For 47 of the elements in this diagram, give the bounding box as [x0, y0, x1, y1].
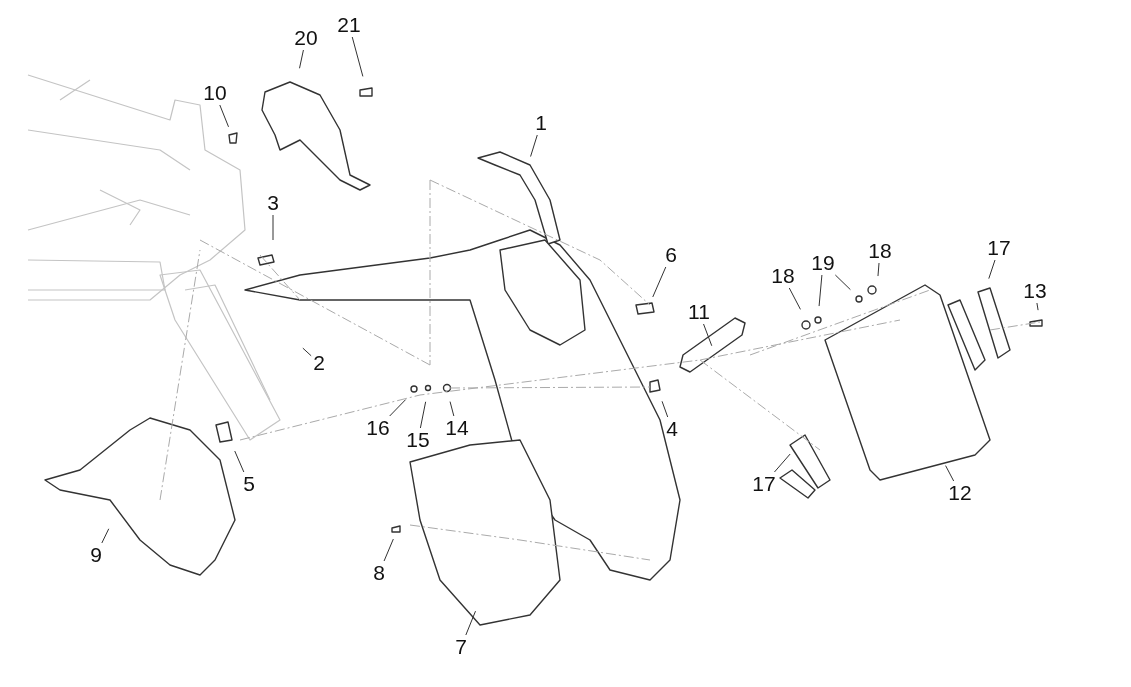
callout-number: 7: [455, 636, 467, 658]
callout-number: 2: [313, 352, 325, 374]
callout-number: 4: [666, 418, 678, 440]
callout-number: 14: [445, 417, 469, 439]
callout-number: 16: [366, 417, 390, 439]
leader-line: [299, 49, 304, 69]
callout-number: 17: [987, 237, 1011, 259]
callout-number: 10: [203, 82, 227, 104]
callout-number: 18: [868, 240, 892, 262]
callout-number: 17: [752, 473, 776, 495]
callout-number: 15: [406, 429, 430, 451]
leader-line: [234, 450, 245, 473]
leader-line: [1036, 302, 1039, 311]
leader-line: [773, 453, 791, 473]
leader-line: [389, 399, 407, 417]
leader-line: [988, 259, 996, 280]
callout-number: 12: [948, 482, 972, 504]
leader-line: [351, 36, 364, 77]
leader-line: [661, 400, 669, 418]
leader-line: [419, 401, 427, 429]
leader-line: [383, 538, 394, 562]
leader-line: [449, 401, 455, 417]
leader-line: [219, 104, 230, 128]
callout-number: 18: [771, 265, 795, 287]
leader-line: [101, 528, 110, 544]
callout-number: 3: [267, 192, 279, 214]
callout-number: 1: [535, 112, 547, 134]
callout-number: 20: [294, 27, 318, 49]
callout-number: 9: [90, 544, 102, 566]
callout-number: 5: [243, 473, 255, 495]
leader-line: [465, 610, 476, 636]
leader-line: [834, 274, 851, 291]
callout-number: 11: [688, 301, 710, 323]
callout-number: 6: [665, 244, 677, 266]
leader-line: [272, 214, 274, 241]
leader-line: [302, 347, 312, 357]
callout-number: 21: [337, 14, 361, 36]
callout-number: 8: [373, 562, 385, 584]
leader-line: [788, 287, 801, 310]
leader-line: [703, 323, 713, 347]
leader-line: [945, 465, 955, 482]
leader-line: [530, 134, 538, 158]
leader-line: [652, 266, 667, 298]
leader-line: [818, 274, 823, 307]
callout-number: 19: [811, 252, 835, 274]
callout-number: 13: [1023, 280, 1047, 302]
leader-line: [877, 262, 880, 277]
